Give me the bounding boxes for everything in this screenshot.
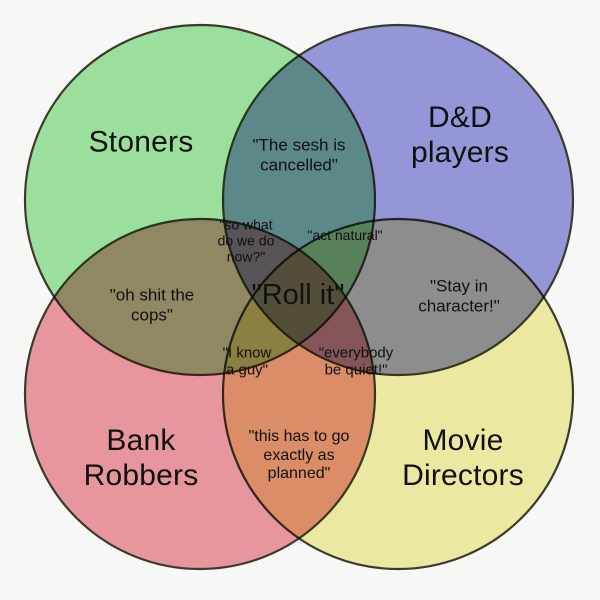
circle-movie-directors[interactable] [221,217,575,571]
set-label-bank-robbers: Bank Robbers [83,424,199,492]
intersection-label-stoners-bank-robbers-movie-directors: "I know a guy" [222,344,272,379]
intersection-label-bank-robbers-movie-directors: "this has to go exactly as planned" [248,428,350,483]
intersection-label-dnd-movie-directors: "Stay in character!" [418,276,500,315]
intersection-label-all-four: "Roll it" [251,279,345,312]
set-label-movie-directors: Movie Directors [402,424,524,492]
set-label-dnd-players: D&D players [410,101,510,169]
set-label-stoners: Stoners [88,125,194,159]
intersection-label-stoners-dnd-bank-robbers: "so what do we do now?" [217,216,275,266]
intersection-label-stoners-bank-robbers: "oh shit the cops" [109,285,195,324]
intersection-label-stoners-dnd: "The sesh is cancelled" [252,135,346,174]
intersection-label-dnd-bank-robbers-movie-directors: "everybody be quiet!" [318,344,394,379]
intersection-label-stoners-dnd-movie-directors: "act natural" [307,226,383,243]
